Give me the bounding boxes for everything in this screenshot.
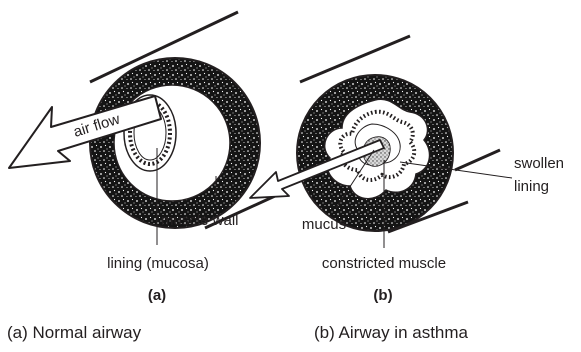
panel-b-tag: (b) [373, 287, 392, 304]
asthma-airway: swollen lining mucus constricted muscle … [250, 36, 564, 342]
mucus-label: mucus [302, 216, 346, 233]
muscle-wall-label: muscle wall [161, 212, 239, 229]
panel-a-tag: (a) [148, 287, 166, 304]
swollen-label-line2: lining [514, 178, 549, 195]
constricted-muscle-label: constricted muscle [322, 255, 446, 272]
panel-a-caption: (a) Normal airway [7, 323, 142, 342]
swollen-label-line1: swollen [514, 155, 564, 172]
lining-mucosa-label: lining (mucosa) [107, 255, 209, 272]
normal-airway: air flow muscle wall lining (mucosa) (a)… [7, 12, 275, 342]
panel-b-caption: (b) Airway in asthma [314, 323, 469, 342]
